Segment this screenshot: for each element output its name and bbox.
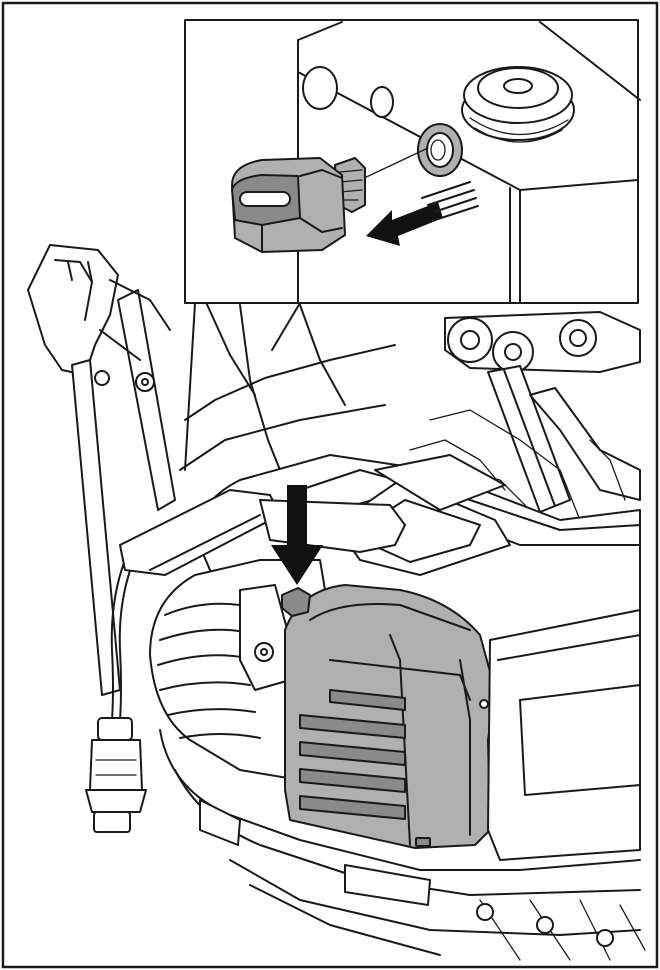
- machine-front-view: [27, 244, 646, 961]
- locking-screw: [281, 587, 311, 617]
- down-arrow-icon: [271, 485, 323, 585]
- detail-inset: [184, 19, 641, 471]
- screw-plug: [231, 157, 366, 253]
- removal-arrow-icon: [366, 181, 479, 246]
